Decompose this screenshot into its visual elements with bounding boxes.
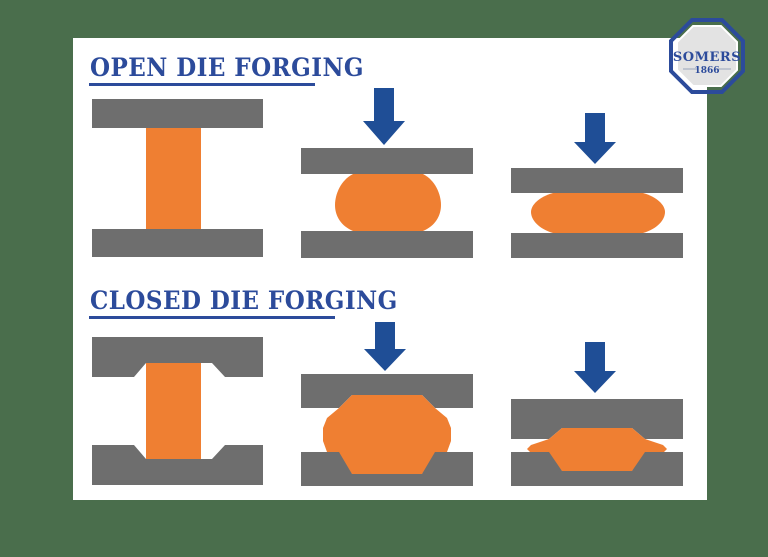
open3-press-arrow bbox=[574, 113, 616, 164]
closed-die-forging-title-rule bbox=[89, 316, 335, 319]
open2-lower-die bbox=[301, 231, 473, 258]
logo-inner-edge bbox=[676, 25, 738, 87]
open3-lower-die bbox=[511, 233, 683, 258]
closed2-lower-die bbox=[301, 452, 473, 486]
stage-open-die-1-figure bbox=[92, 99, 263, 257]
stage-open-die-3-figure bbox=[511, 113, 683, 258]
stage-closed-die-3-figure bbox=[511, 342, 683, 486]
open-die-forging-title: OPEN DIE FORGING bbox=[90, 53, 365, 82]
open1-lower-die bbox=[92, 229, 263, 257]
closed1-upper-die bbox=[92, 337, 263, 377]
closed-die-forging-title: CLOSED DIE FORGING bbox=[90, 286, 398, 315]
stage-open-die-3 bbox=[505, 113, 690, 261]
logo-outer-ring bbox=[669, 18, 745, 94]
open1-upper-die bbox=[92, 99, 263, 128]
closed3-press-arrow bbox=[574, 342, 616, 393]
stage-open-die-2-figure bbox=[301, 88, 473, 258]
closed2-press-arrow bbox=[364, 322, 406, 371]
stage-closed-die-1-figure bbox=[92, 337, 263, 485]
logo-brand-text: SOMERS bbox=[673, 50, 741, 65]
somers-logo-mark: SOMERS 1866 bbox=[669, 18, 745, 94]
stage-closed-die-2 bbox=[295, 322, 480, 488]
stage-open-die-2 bbox=[295, 88, 480, 260]
open3-billet bbox=[531, 193, 665, 233]
closed1-lower-die bbox=[92, 445, 263, 485]
closed3-lower-die bbox=[511, 452, 683, 486]
somers-logo: SOMERS 1866 bbox=[661, 16, 753, 108]
closed3-billet bbox=[541, 428, 653, 471]
closed2-billet bbox=[323, 395, 451, 474]
stage-closed-die-1 bbox=[88, 335, 273, 487]
open1-billet bbox=[146, 128, 201, 229]
stage-open-die-1 bbox=[88, 95, 273, 260]
closed2-upper-die bbox=[301, 374, 473, 408]
logo-inner-plate bbox=[677, 26, 737, 86]
logo-year-text: 1866 bbox=[694, 66, 719, 76]
open2-billet bbox=[335, 174, 441, 231]
open-die-forging-title-rule bbox=[89, 83, 315, 86]
open3-upper-die bbox=[511, 168, 683, 193]
open2-upper-die bbox=[301, 148, 473, 174]
open2-press-arrow bbox=[363, 88, 405, 145]
closed1-billet bbox=[146, 363, 201, 459]
stage-closed-die-2-figure bbox=[301, 322, 473, 486]
closed3-upper-die bbox=[511, 399, 683, 439]
stage-closed-die-3 bbox=[505, 342, 690, 488]
